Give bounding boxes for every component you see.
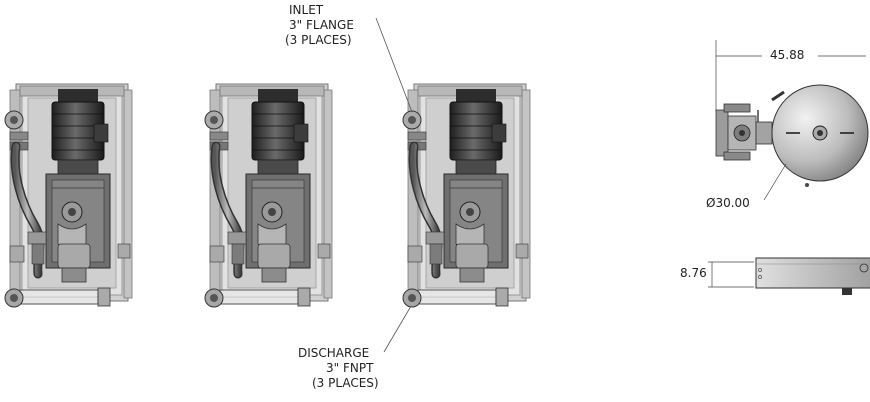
discharge-callout-line-1: DISCHARGE xyxy=(298,346,370,360)
inlet-callout-line-2: 3" FLANGE xyxy=(289,18,354,32)
tank-diameter-dimension: Ø30.00 xyxy=(706,196,750,210)
discharge-callout-line-2: 3" FNPT xyxy=(326,361,374,375)
pump-skid-1 xyxy=(5,84,132,307)
tank-side-view xyxy=(708,257,870,295)
pump-skid-2 xyxy=(205,84,332,307)
inlet-leader-line xyxy=(375,17,413,113)
inlet-callout-line-1: INLET xyxy=(289,3,324,17)
tank-length-dimension: 45.88 xyxy=(770,48,805,62)
discharge-callout-line-3: (3 PLACES) xyxy=(312,376,379,390)
base-height-dimension: 8.76 xyxy=(680,266,707,280)
discharge-callout: DISCHARGE 3" FNPT (3 PLACES) xyxy=(298,346,388,391)
pump-skid-3 xyxy=(403,84,530,307)
inlet-callout: INLET 3" FLANGE (3 PLACES) xyxy=(275,3,375,48)
diameter-leader-line xyxy=(763,163,787,201)
inlet-callout-line-3: (3 PLACES) xyxy=(285,33,352,47)
discharge-leader-line xyxy=(383,305,412,353)
tank-top-view xyxy=(715,40,869,201)
